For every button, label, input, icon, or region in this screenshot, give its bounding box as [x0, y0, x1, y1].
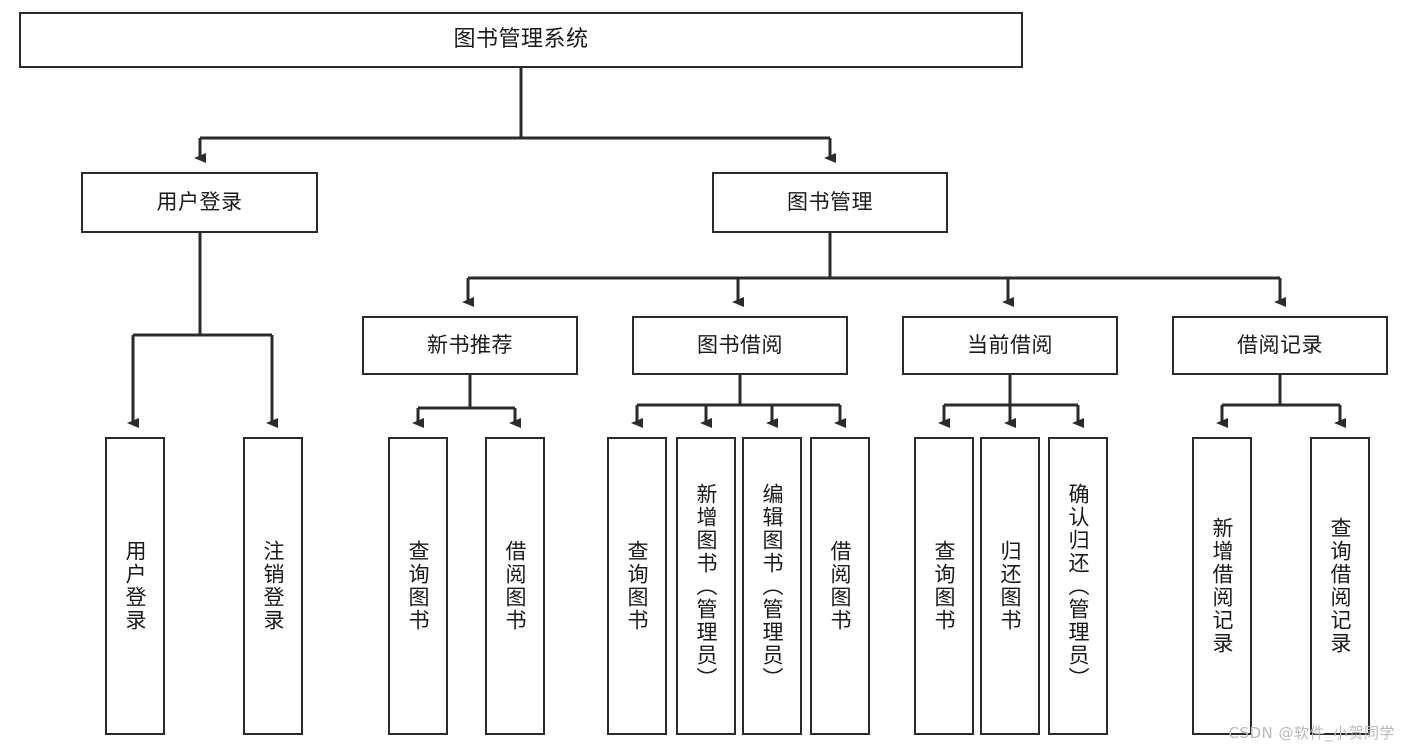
node-leaf-query-book-1[interactable]: 查询图书 — [388, 437, 448, 735]
node-label: 查询借阅记录 — [1328, 517, 1353, 655]
node-label: 查询图书 — [932, 540, 957, 632]
node-leaf-logout-login[interactable]: 注销登录 — [243, 437, 303, 735]
node-label: 查询图书 — [406, 540, 431, 632]
node-label: 图书管理系统 — [453, 27, 589, 53]
node-borrow-record[interactable]: 借阅记录 — [1172, 316, 1388, 375]
node-leaf-confirm-return[interactable]: 确认归还（管理员） — [1048, 437, 1108, 735]
node-leaf-query-record[interactable]: 查询借阅记录 — [1310, 437, 1370, 735]
node-label: 注销登录 — [261, 540, 286, 632]
node-leaf-borrow-book-1[interactable]: 借阅图书 — [485, 437, 545, 735]
node-leaf-edit-book-admin[interactable]: 编辑图书（管理员） — [742, 437, 802, 735]
node-new-book-recommend[interactable]: 新书推荐 — [362, 316, 578, 375]
node-leaf-user-login[interactable]: 用户登录 — [105, 437, 165, 735]
node-label: 新书推荐 — [427, 333, 513, 358]
node-label: 查询图书 — [625, 540, 650, 632]
node-label: 用户登录 — [123, 540, 148, 632]
node-book-borrow[interactable]: 图书借阅 — [632, 316, 848, 375]
node-label: 用户登录 — [156, 190, 243, 215]
node-leaf-add-record[interactable]: 新增借阅记录 — [1192, 437, 1252, 735]
node-root-system[interactable]: 图书管理系统 — [19, 12, 1023, 68]
node-label: 确认归还（管理员） — [1066, 482, 1091, 690]
node-leaf-query-book-3[interactable]: 查询图书 — [914, 437, 974, 735]
node-user-login[interactable]: 用户登录 — [81, 172, 318, 233]
node-label: 借阅图书 — [503, 540, 528, 632]
node-leaf-query-book-2[interactable]: 查询图书 — [607, 437, 667, 735]
node-label: 图书管理 — [787, 190, 873, 215]
node-current-borrow[interactable]: 当前借阅 — [902, 316, 1118, 375]
node-label: 新增图书（管理员） — [694, 482, 719, 690]
node-label: 归还图书 — [998, 540, 1023, 632]
node-leaf-borrow-book-2[interactable]: 借阅图书 — [810, 437, 870, 735]
node-label: 当前借阅 — [967, 333, 1053, 358]
node-label: 借阅记录 — [1237, 333, 1323, 358]
node-label: 图书借阅 — [697, 333, 783, 358]
node-label: 编辑图书（管理员） — [760, 482, 785, 690]
node-label: 新增借阅记录 — [1210, 517, 1235, 655]
node-book-manage[interactable]: 图书管理 — [712, 172, 948, 233]
csdn-watermark: CSDN @软件_小贺同学 — [1228, 724, 1395, 742]
node-leaf-add-book-admin[interactable]: 新增图书（管理员） — [676, 437, 736, 735]
node-leaf-return-book[interactable]: 归还图书 — [980, 437, 1040, 735]
node-label: 借阅图书 — [828, 540, 853, 632]
